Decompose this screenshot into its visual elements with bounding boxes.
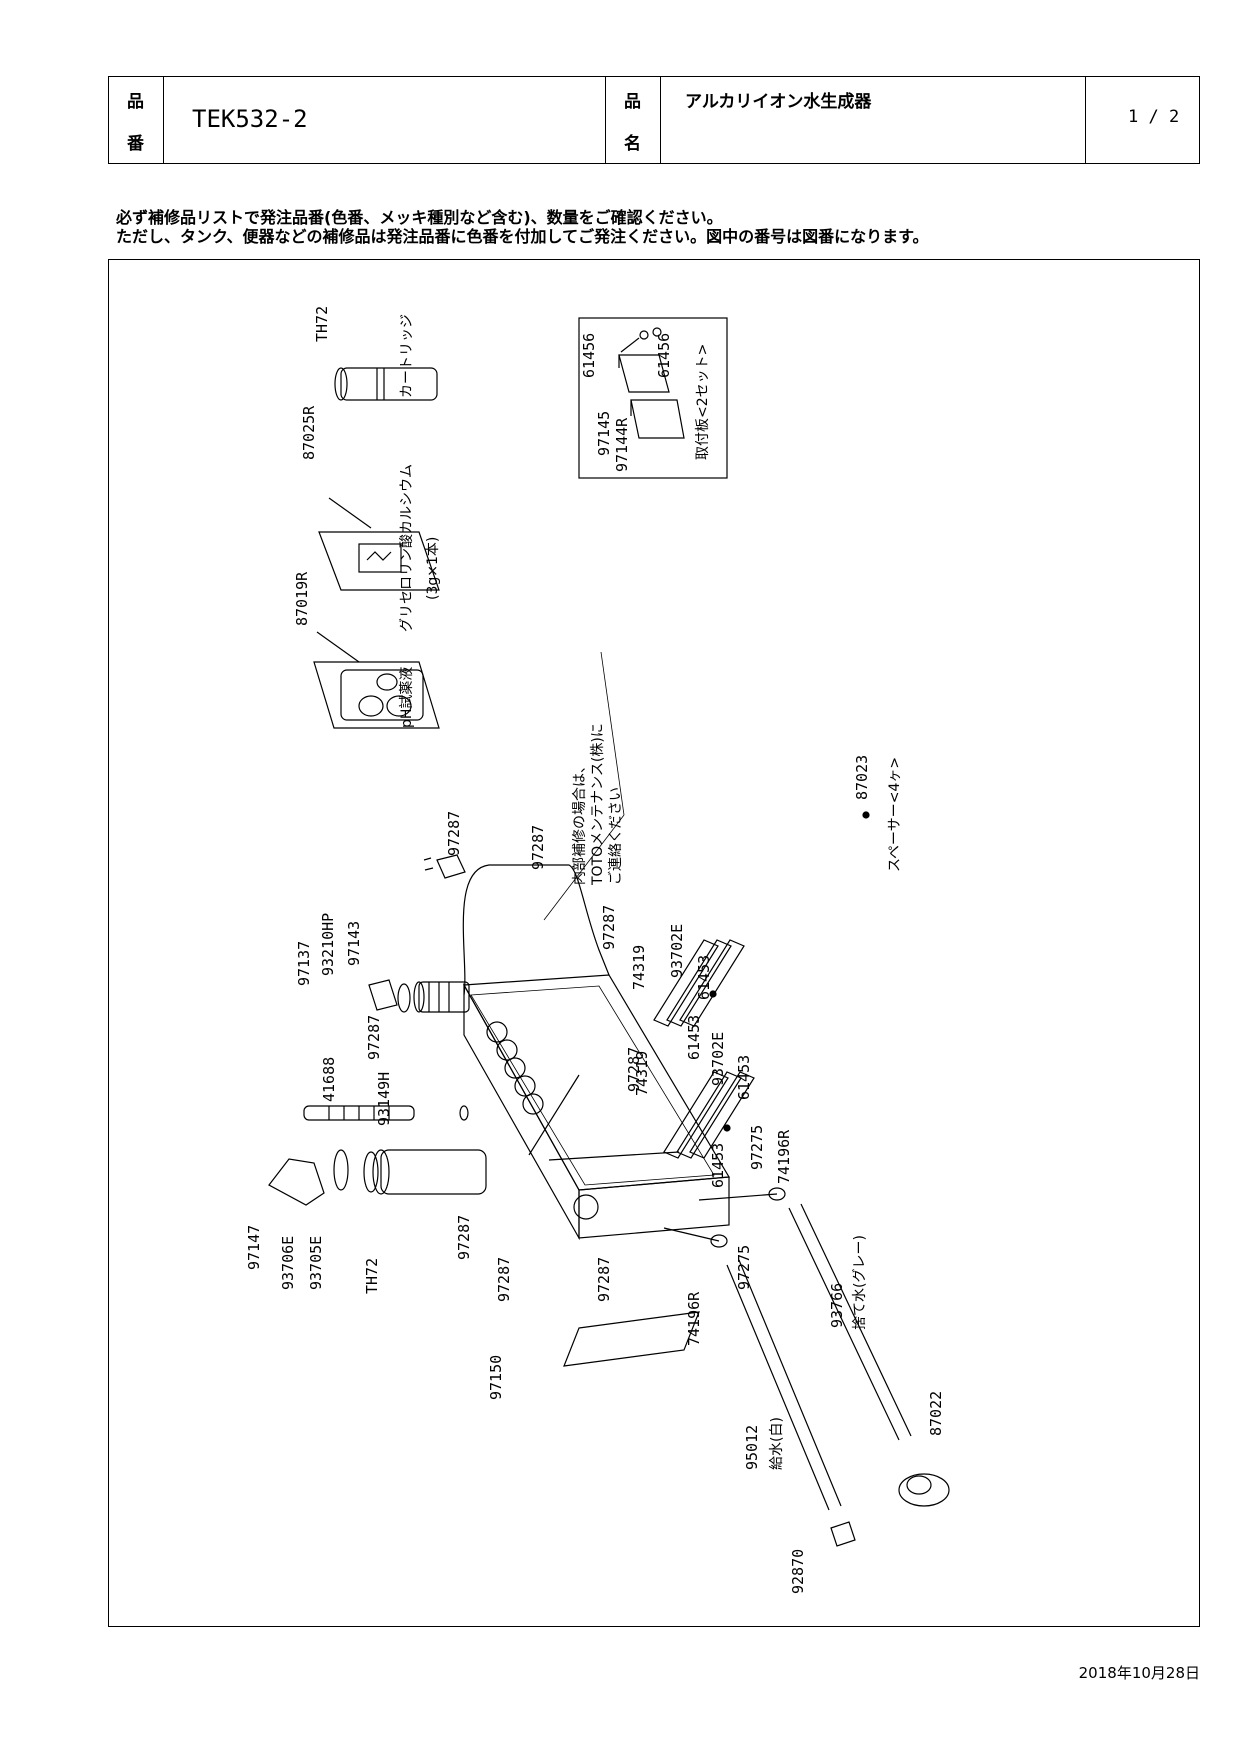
label-61453-b: 61453	[685, 1015, 703, 1060]
label-74319-b: 74319	[633, 1051, 651, 1096]
product-name-label-bottom: 名	[624, 134, 641, 154]
product-name: アルカリイオン水生成器	[685, 92, 872, 112]
label-74196r-a: 74196R	[775, 1129, 793, 1184]
label-internal-note-3: ご連絡ください	[608, 787, 624, 885]
diagram-drawing: TH72 カートリッジ 87025R グリセロリン酸カルシウム (3g×1本) …	[245, 306, 950, 1594]
label-97144r: 97144R	[613, 417, 631, 472]
label-87022: 87022	[927, 1391, 945, 1436]
label-87025r: 87025R	[300, 405, 318, 460]
label-61453-a: 61453	[695, 955, 713, 1000]
label-97150: 97150	[487, 1355, 505, 1400]
label-97275-b: 97275	[735, 1245, 753, 1290]
threaded-rod-drawing	[303, 1105, 469, 1121]
label-th72-top: TH72	[313, 306, 331, 342]
label-97287-5: 97287	[625, 1047, 643, 1092]
label-61453-c: 61453	[735, 1055, 753, 1100]
product-name-cell: アルカリイオン水生成器	[661, 77, 1086, 163]
label-calcium-qty: (3g×1本)	[425, 537, 441, 600]
label-drain-water: 捨て水(グレー)	[851, 1235, 868, 1330]
label-97287-4: 97287	[365, 1015, 383, 1060]
label-97143: 97143	[345, 921, 363, 966]
drain-hose-drawing	[698, 1187, 950, 1507]
product-name-label-cell: 品 名	[606, 77, 661, 163]
document-date: 2018年10月28日	[1078, 1664, 1200, 1682]
cover-plate-drawing	[563, 1311, 700, 1367]
label-74319-a: 74319	[630, 945, 648, 990]
label-93766: 93766	[828, 1283, 846, 1328]
label-93702e-a: 93702E	[668, 924, 686, 978]
cartridge-drawing	[334, 367, 438, 401]
label-61456-b: 61456	[655, 333, 673, 378]
label-97145: 97145	[595, 411, 613, 456]
calcium-packet-drawing	[318, 497, 440, 591]
part-number-label-bottom: 番	[127, 134, 144, 154]
label-93702e-b: 93702E	[709, 1032, 727, 1086]
part-number-label-top: 品	[127, 92, 144, 112]
page-number: 1 / 2	[1128, 107, 1180, 127]
notice-line-2: ただし、タンク、便器などの補修品は発注品番に色番を付加してご発注ください。図中の…	[116, 227, 929, 246]
electrode-upper-drawing	[653, 939, 745, 1027]
label-97287-6: 97287	[455, 1215, 473, 1260]
label-61456-a: 61456	[580, 333, 598, 378]
exploded-parts-diagram: TH72 カートリッジ 87025R グリセロリン酸カルシウム (3g×1本) …	[108, 259, 1200, 1627]
label-97287-8: 97287	[595, 1257, 613, 1302]
page-cell: 1 / 2	[1086, 77, 1199, 163]
label-97287-7: 97287	[495, 1257, 513, 1302]
label-97147: 97147	[245, 1225, 263, 1270]
spacer-drawing	[862, 811, 870, 819]
label-th72-bottom: TH72	[363, 1258, 381, 1294]
label-supply-water: 給水(白)	[769, 1417, 785, 1470]
label-mount-plate: 取付板<2セット>	[695, 344, 711, 460]
part-number-cell: TEK532-2	[164, 77, 606, 163]
supply-hose-drawing	[663, 1227, 856, 1547]
label-93706e: 93706E	[279, 1236, 297, 1290]
valve-assembly-drawing	[368, 979, 470, 1013]
main-unit-drawing	[463, 974, 731, 1241]
product-name-label-top: 品	[624, 92, 641, 112]
bottom-cartridge-drawing	[268, 1149, 487, 1206]
mount-plate-box	[578, 317, 728, 479]
electrode-lower-drawing	[663, 1071, 755, 1159]
label-ph-liquid: pH試薬液	[399, 667, 415, 728]
notice-line-1: 必ず補修品リストで発注品番(色番、メッキ種別など含む)、数量をご確認ください。	[116, 208, 723, 227]
label-93705e: 93705E	[307, 1236, 325, 1290]
label-97287-1: 97287	[445, 811, 463, 856]
label-41688: 41688	[320, 1057, 338, 1102]
part-number-label-cell: 品 番	[109, 77, 164, 163]
label-internal-note-2: TOTOメンテナンス(株)に	[590, 723, 606, 886]
label-95012: 95012	[743, 1425, 761, 1470]
label-93149h: 93149H	[375, 1072, 393, 1126]
label-97287-2: 97287	[529, 825, 547, 870]
label-97287-3: 97287	[600, 905, 618, 950]
label-cartridge: カートリッジ	[399, 314, 415, 398]
label-97137: 97137	[295, 941, 313, 986]
label-93210hp: 93210HP	[319, 913, 337, 976]
notice-text: 必ず補修品リストで発注品番(色番、メッキ種別など含む)、数量をご確認ください。 …	[116, 208, 928, 246]
label-internal-note-1: 内部補修の場合は、	[572, 759, 588, 885]
label-61453-d: 61453	[709, 1143, 727, 1188]
label-calcium: グリセロリン酸カルシウム	[399, 464, 415, 632]
label-92870: 92870	[789, 1549, 807, 1594]
title-block: 品 番 TEK532-2 品 名 アルカリイオン水生成器 1 / 2	[108, 76, 1200, 164]
label-spacer: スペーサー<4ヶ>	[887, 757, 903, 872]
label-87019r: 87019R	[293, 571, 311, 626]
power-cord-drawing	[423, 854, 610, 996]
internal-note-leader	[600, 651, 625, 816]
ph-liquid-drawing	[313, 631, 440, 729]
label-87023: 87023	[853, 755, 871, 800]
label-97275-a: 97275	[748, 1125, 766, 1170]
label-74196r-b: 74196R	[685, 1291, 703, 1346]
part-number: TEK532-2	[192, 105, 308, 133]
